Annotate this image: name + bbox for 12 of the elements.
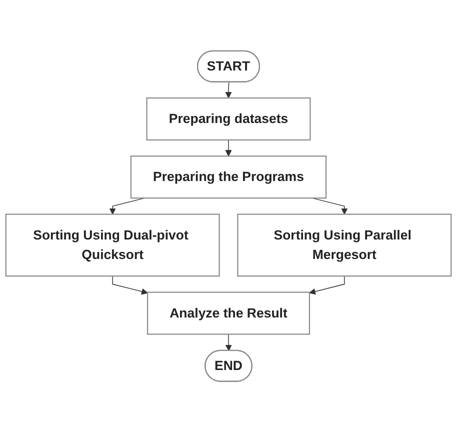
- arrow: [312, 198, 348, 214]
- node-box: Sorting Using Dual-pivot Quicksort: [5, 214, 220, 277]
- arrow: [225, 334, 232, 351]
- node-box: Analyze the Result: [146, 292, 310, 335]
- arrow: [109, 198, 146, 214]
- node-box: Sorting Using Parallel Mergesort: [237, 214, 452, 277]
- arrow: [225, 82, 232, 98]
- arrow: [225, 139, 232, 156]
- node-box: Preparing the Programs: [130, 155, 327, 199]
- node-box: Preparing datasets: [146, 97, 311, 140]
- arrow: [112, 276, 148, 295]
- arrow: [309, 276, 345, 295]
